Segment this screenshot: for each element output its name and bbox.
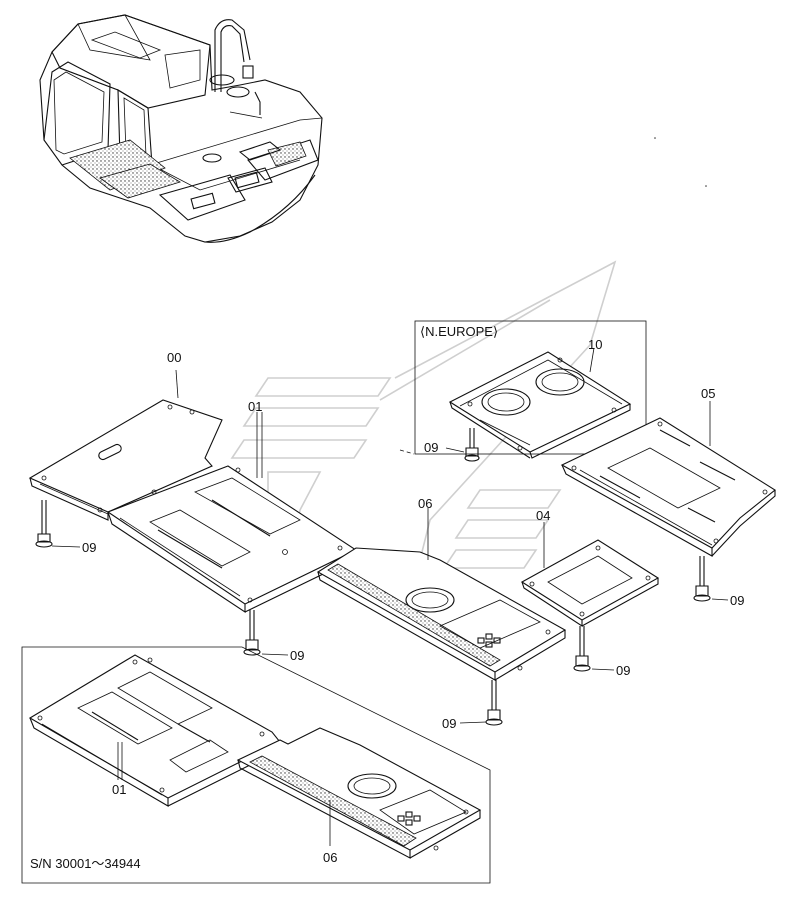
callout-09-a: 09: [82, 540, 96, 555]
watermark-logo: [230, 260, 617, 571]
excavator-overview-illustration: [39, 14, 323, 243]
n-europe-variant-box: ⟨N.EUROPE⟩ 10 09: [414, 320, 647, 462]
bolt-09-e: [693, 556, 711, 602]
floor-plate-01-bottom: [28, 654, 281, 807]
bolt-09-d: [573, 626, 591, 672]
callout-00: 00: [167, 350, 181, 365]
floor-plate-06-top: [316, 547, 567, 681]
callout-01-top: 01: [248, 399, 262, 414]
callout-01-bottom: 01: [112, 782, 126, 797]
callout-05: 05: [701, 386, 715, 401]
callout-09-e: 09: [730, 593, 744, 608]
serial-note: S/N 30001～34944: [30, 856, 141, 871]
callout-09-d: 09: [616, 663, 630, 678]
floor-plate-10: [448, 351, 632, 459]
floor-plate-05: [560, 417, 776, 557]
bolt-09-b: [243, 610, 261, 656]
floor-plate-06-bottom: [236, 727, 482, 859]
floor-plate-04: [520, 539, 660, 628]
bolt-09-c: [485, 680, 503, 726]
bolt-09-n-europe: [464, 428, 480, 462]
callout-09-b: 09: [290, 648, 304, 663]
callout-04: 04: [536, 508, 550, 523]
callout-06-bottom: 06: [323, 850, 337, 865]
n-europe-label: ⟨N.EUROPE⟩: [420, 324, 498, 339]
serial-range-variant-box: S/N 30001～34944 01: [21, 646, 491, 884]
callout-09-n-europe: 09: [424, 440, 438, 455]
bolt-09-a: [35, 500, 53, 548]
callout-10: 10: [588, 337, 602, 352]
callout-09-c: 09: [442, 716, 456, 731]
callout-06-top: 06: [418, 496, 432, 511]
